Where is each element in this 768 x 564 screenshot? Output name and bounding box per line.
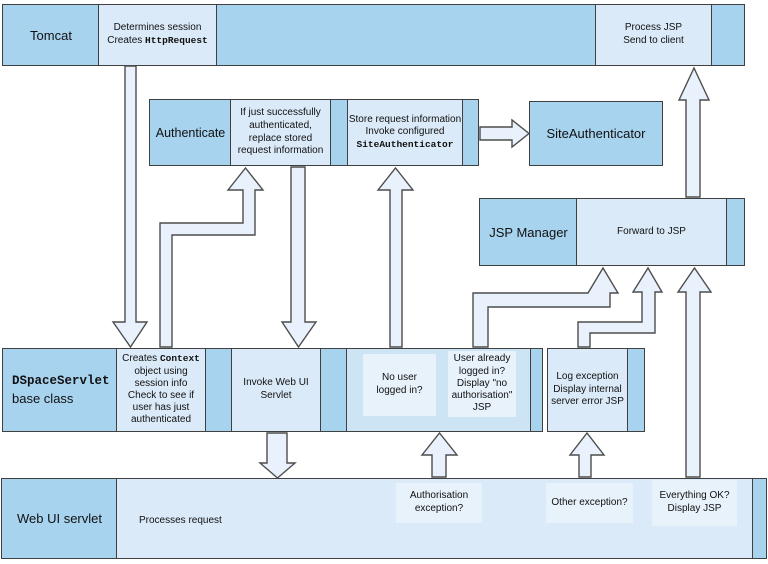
tomcat-bar: Tomcat Determines session Creates HttpRe… <box>2 4 745 66</box>
determines-session-box: Determines session Creates HttpRequest <box>98 5 217 65</box>
text-line: SiteAuthenticator <box>356 138 454 150</box>
everything-ok-text: Everything OK? Display JSP <box>659 490 729 515</box>
process-jsp-box: Process JSP Send to client <box>595 5 712 65</box>
text-line: Display JSP <box>667 503 722 514</box>
web-ui-servlet-bar: Web UI servlet Processes request <box>1 478 767 559</box>
authenticate-label: Authenticate <box>155 125 226 140</box>
arrow-everything-ok-to-jsp-manager <box>676 266 713 478</box>
jsp-manager-label: JSP Manager <box>489 224 568 240</box>
arrow-other-exception-up <box>568 431 606 478</box>
text-line: Authorisation <box>409 490 469 502</box>
text-line: Display "no <box>456 377 508 389</box>
arrow-jsp-manager-to-process-jsp <box>677 66 711 198</box>
no-user-logged-in-panel: No user logged in? <box>363 354 436 416</box>
text-line: logged in? <box>458 365 506 377</box>
text-line: Servlet <box>260 390 292 401</box>
dspace-servlet-bar: DSpaceServlet base class Creates Context… <box>2 348 543 432</box>
arrow-no-user-to-store-request <box>376 166 415 348</box>
determines-session-text: Determines session Creates HttpRequest <box>107 22 208 47</box>
invoke-web-ui-box: Invoke Web UI Servlet <box>231 349 321 431</box>
text-line: authenticated <box>130 414 192 426</box>
if-just-authenticated-box: If just successfully authenticated, repl… <box>230 100 331 165</box>
other-exception-text: Other exception? <box>551 496 628 508</box>
text-line: exception? <box>414 503 464 514</box>
text-line: No user <box>381 372 417 384</box>
web-ui-servlet-label-box: Web UI servlet <box>2 479 117 558</box>
text-line: Log exception <box>556 371 619 383</box>
if-just-authenticated-text: If just successfully authenticated, repl… <box>238 107 324 157</box>
arrow-user-already-to-jsp-manager <box>472 266 620 348</box>
text-line: Invoke configured <box>365 126 445 138</box>
dspace-servlet-label-box: DSpaceServlet base class <box>3 349 125 431</box>
creates-context-box: Creates Context object using session inf… <box>116 349 206 431</box>
text-line: object using <box>134 365 188 377</box>
no-user-text: No user logged in? <box>376 372 422 397</box>
site-authenticator-box: SiteAuthenticator <box>529 101 663 166</box>
log-exception-bar: Log exception Display internal server er… <box>547 348 645 432</box>
tomcat-label-box: Tomcat <box>3 5 99 65</box>
tomcat-label: Tomcat <box>30 27 72 43</box>
text-line: JSP <box>472 402 492 414</box>
authorisation-exception-text: Authorisation exception? <box>410 490 468 515</box>
everything-ok-panel: Everything OK? Display JSP <box>652 480 737 526</box>
dspace-servlet-label-text: base class <box>12 391 74 406</box>
web-ui-servlet-label: Web UI servlet <box>16 511 102 526</box>
text-line: Creates Context <box>122 353 200 365</box>
store-request-text: Store request information Invoke configu… <box>349 114 461 152</box>
forward-to-jsp-box: Forward to JSP <box>576 199 727 265</box>
text-line: Determines session <box>113 22 202 34</box>
log-exception-text: Log exception Display internal server er… <box>551 371 624 409</box>
text-line: replace stored <box>248 132 313 144</box>
arrow-store-request-to-site-authenticator <box>479 118 531 149</box>
text-line: session info <box>134 377 188 389</box>
text-line: Display internal <box>553 383 622 395</box>
text-line: Check to see if <box>127 390 195 401</box>
store-request-box: Store request information Invoke configu… <box>347 100 463 165</box>
process-jsp-text: Process JSP Send to client <box>623 22 684 47</box>
text-line: Everything OK? <box>659 490 730 502</box>
arrow-creates-context-to-authenticate <box>159 166 265 348</box>
text-line: request information <box>237 145 324 157</box>
text-line: User already <box>453 353 511 365</box>
text-line: Store request information <box>348 113 462 125</box>
text-line: If just successfully <box>240 107 321 119</box>
arrow-authorisation-exception-up <box>420 431 459 478</box>
site-authenticator-label: SiteAuthenticator <box>546 126 646 141</box>
authenticate-label-box: Authenticate <box>150 100 231 165</box>
text-line: Creates HttpRequest <box>107 35 208 46</box>
text-line: Process JSP <box>624 22 683 34</box>
text-line: authenticated, <box>249 119 312 131</box>
text-line: user has just <box>132 402 190 414</box>
jsp-manager-label-box: JSP Manager <box>480 199 577 265</box>
arrow-determines-session-to-dspace <box>111 65 149 349</box>
jsp-manager-bar: JSP Manager Forward to JSP <box>479 198 745 266</box>
dspace-servlet-label-code: DSpaceServlet <box>12 374 110 388</box>
login-check-group-box: No user logged in? User already logged i… <box>346 349 531 431</box>
authorisation-exception-panel: Authorisation exception? <box>396 483 482 523</box>
authenticate-bar: Authenticate If just successfully authen… <box>149 99 479 166</box>
processes-request-label: Processes request <box>139 515 222 526</box>
log-exception-box: Log exception Display internal server er… <box>548 349 628 431</box>
arrow-authenticate-to-invoke-web-ui <box>280 166 318 349</box>
creates-context-text: Creates Context object using session inf… <box>122 353 200 426</box>
user-already-logged-in-panel: User already logged in? Display "no auth… <box>448 351 516 417</box>
forward-to-jsp-label: Forward to JSP <box>617 225 686 237</box>
text-line: server error JSP <box>551 396 624 408</box>
arrow-invoke-web-ui-to-web-ui-servlet <box>258 432 297 479</box>
invoke-web-ui-text: Invoke Web UI Servlet <box>243 377 308 402</box>
text-line: Send to client <box>623 35 684 46</box>
other-exception-panel: Other exception? <box>546 483 633 523</box>
arrow-log-exception-to-jsp-manager <box>577 266 664 348</box>
user-already-text: User already logged in? Display "no auth… <box>452 353 513 414</box>
text-line: Invoke Web UI <box>243 377 309 389</box>
text-line: authorisation" <box>451 390 513 402</box>
text-line: logged in? <box>376 385 423 396</box>
